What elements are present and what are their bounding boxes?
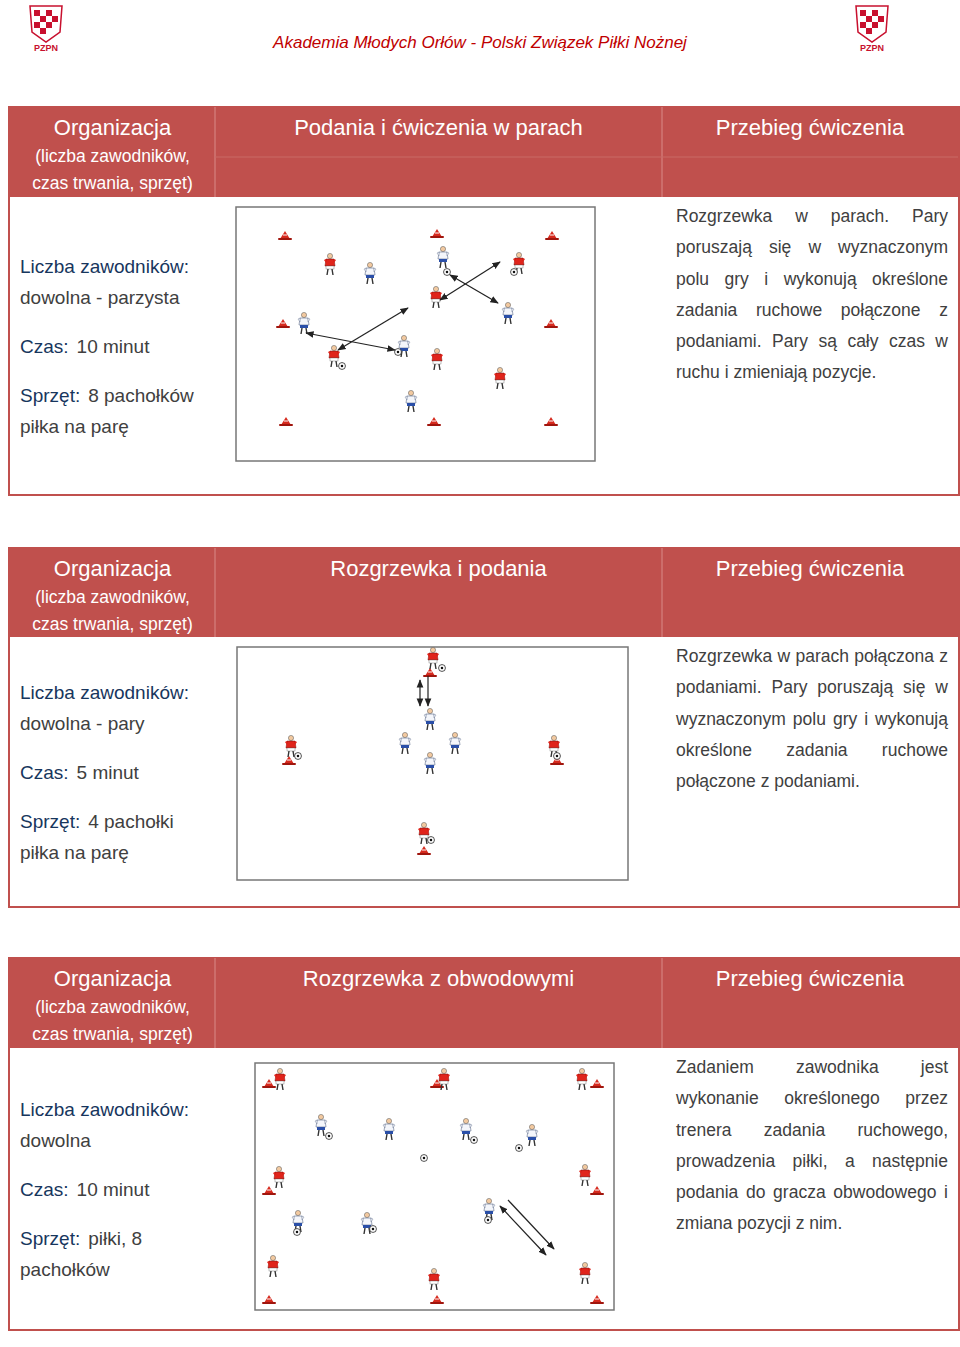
field-label: Sprzęt: bbox=[20, 811, 80, 832]
field-value: 10 minut bbox=[77, 336, 150, 357]
page-title: Akademia Młodych Orłów - Polski Związek … bbox=[120, 33, 840, 53]
field-label: Czas: bbox=[20, 1179, 69, 1200]
description-cell: Rozgrzewka w parach połączona z podaniam… bbox=[662, 637, 958, 907]
organization-cell: Liczba zawodników:dowolna - parzystaCzas… bbox=[10, 197, 215, 495]
header-cell: Przebieg ćwiczenia bbox=[662, 548, 958, 637]
field-value: 4 pachołki bbox=[88, 811, 174, 832]
header-text: Przebieg ćwiczenia bbox=[716, 964, 904, 994]
field-value: dowolna - parzysta bbox=[20, 282, 207, 313]
field-value: 8 pachołków bbox=[88, 385, 194, 406]
field-label: Sprzęt: bbox=[20, 1228, 80, 1249]
pitch-diagram bbox=[255, 1063, 614, 1310]
field-label: Czas: bbox=[20, 336, 69, 357]
header-text: Podania i ćwiczenia w parach bbox=[294, 113, 583, 143]
organization-cell: Liczba zawodników:dowolna - paryCzas: 5 m… bbox=[10, 637, 215, 907]
field-label: Liczba zawodników: bbox=[20, 251, 207, 282]
description-text: Rozgrzewka w parach. Pary poruszają się … bbox=[676, 201, 948, 389]
field-label: Liczba zawodników: bbox=[20, 677, 207, 708]
header-text: Przebieg ćwiczenia bbox=[716, 113, 904, 143]
header-text: Rozgrzewka i podania bbox=[330, 554, 546, 584]
field-value: dowolna bbox=[20, 1125, 207, 1156]
header-cell: Organizacja(liczba zawodników, czas trwa… bbox=[10, 958, 215, 1048]
exercise-card bbox=[9, 958, 959, 1330]
description-cell: Rozgrzewka w parach. Pary poruszają się … bbox=[662, 197, 958, 495]
description-text: Zadaniem zawodnika jest wykonanie określ… bbox=[676, 1052, 948, 1240]
field-value: piłka na parę bbox=[20, 411, 207, 442]
organization-cell: Liczba zawodników:dowolnaCzas: 10 minutSp… bbox=[10, 1048, 215, 1330]
field-value: 10 minut bbox=[77, 1179, 150, 1200]
header-cell: Przebieg ćwiczenia bbox=[662, 107, 958, 197]
field-value: 5 minut bbox=[77, 762, 139, 783]
logo-label: PZPN bbox=[16, 43, 76, 53]
field-value: piłka na parę bbox=[20, 837, 207, 868]
header-text: (liczba zawodników, czas trwania, sprzęt… bbox=[10, 143, 215, 197]
header-cell: Przebieg ćwiczenia bbox=[662, 958, 958, 1048]
header-cell: Rozgrzewka z obwodowymi bbox=[215, 958, 662, 1048]
header-cell: Organizacja(liczba zawodników, czas trwa… bbox=[10, 107, 215, 197]
header-text: Organizacja bbox=[54, 964, 171, 994]
pzpn-logo bbox=[30, 6, 62, 42]
field-value: dowolna - pary bbox=[20, 708, 207, 739]
header-text: (liczba zawodników, czas trwania, sprzęt… bbox=[10, 584, 215, 638]
header-text: Organizacja bbox=[54, 113, 171, 143]
header-text: Organizacja bbox=[54, 554, 171, 584]
description-text: Rozgrzewka w parach połączona z podaniam… bbox=[676, 641, 948, 797]
header-cell: Rozgrzewka i podania bbox=[215, 548, 662, 637]
header-cell: Podania i ćwiczenia w parach bbox=[215, 107, 662, 197]
header-text: (liczba zawodników, czas trwania, sprzęt… bbox=[10, 994, 215, 1048]
pzpn-logo bbox=[856, 6, 888, 42]
exercise-card bbox=[9, 107, 959, 495]
field-label: Czas: bbox=[20, 762, 69, 783]
header-cell: Organizacja(liczba zawodników, czas trwa… bbox=[10, 548, 215, 637]
header-text: Przebieg ćwiczenia bbox=[716, 554, 904, 584]
exercise-card bbox=[9, 548, 959, 907]
pitch-diagram bbox=[236, 207, 595, 461]
description-cell: Zadaniem zawodnika jest wykonanie określ… bbox=[662, 1048, 958, 1330]
logo-label: PZPN bbox=[842, 43, 902, 53]
pitch-diagram bbox=[237, 647, 628, 880]
field-label: Sprzęt: bbox=[20, 385, 80, 406]
header-text: Rozgrzewka z obwodowymi bbox=[303, 964, 574, 994]
field-label: Liczba zawodników: bbox=[20, 1094, 207, 1125]
